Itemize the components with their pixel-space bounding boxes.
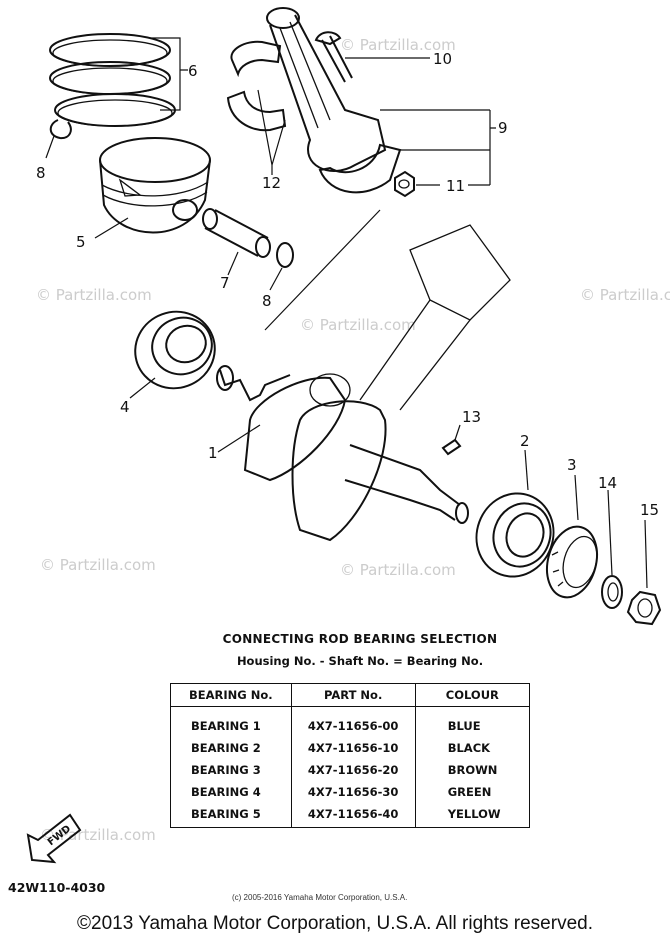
colour-cell: BROWN	[414, 759, 531, 781]
fine-print-copyright: (c) 2005-2016 Yamaha Motor Corporation, …	[232, 893, 408, 902]
table-row: BEARING 2 4X7-11656-10 BLACK	[170, 737, 531, 759]
washer	[601, 575, 623, 609]
callout-12: 12	[262, 174, 281, 192]
callout-14: 14	[598, 474, 617, 492]
table-spacer	[170, 706, 531, 715]
table-row: BEARING 1 4X7-11656-00 BLUE	[170, 715, 531, 737]
watermark: © Partzilla.com	[300, 316, 416, 334]
crankshaft-nut	[626, 590, 662, 626]
table-row: BEARING 3 4X7-11656-20 BROWN	[170, 759, 531, 781]
watermark: © Partzilla.com	[580, 286, 670, 304]
piston-rings	[49, 33, 176, 127]
bearing-cell: BEARING 3	[170, 759, 292, 781]
bearing-cell: BEARING 4	[170, 781, 292, 803]
part-no-cell: 4X7-11656-20	[290, 759, 416, 781]
bearing-selection-table: BEARING No. PART No. COLOUR BEARING 1 4X…	[170, 683, 531, 828]
callout-15: 15	[640, 501, 659, 519]
woodruff-key	[441, 438, 462, 456]
piston-pin	[202, 208, 271, 258]
callout-2: 2	[520, 432, 530, 450]
circlip-lower	[276, 242, 294, 268]
callout-9: 9	[498, 119, 508, 137]
callout-13: 13	[462, 408, 481, 426]
callout-4: 4	[120, 398, 130, 416]
callout-8: 8	[36, 164, 46, 182]
crankshaft-bearing-right	[475, 492, 555, 578]
part-no-cell: 4X7-11656-30	[290, 781, 416, 803]
watermark: © Partzilla.com	[36, 286, 152, 304]
table-header-row: BEARING No. PART No. COLOUR	[170, 683, 531, 707]
watermark: © Partzilla.com	[340, 561, 456, 579]
header-bearing-no: BEARING No.	[170, 683, 292, 707]
callout-1: 1	[208, 444, 218, 462]
table-row: BEARING 4 4X7-11656-30 GREEN	[170, 781, 531, 803]
callout-6: 6	[188, 62, 198, 80]
primary-drive-gear	[546, 525, 598, 599]
part-no-cell: 4X7-11656-00	[290, 715, 416, 737]
part-no-cell: 4X7-11656-40	[290, 803, 416, 828]
callout-8: 8	[262, 292, 272, 310]
watermark-layer: © Partzilla.com © Partzilla.com © Partzi…	[36, 36, 670, 844]
bearing-cell: BEARING 5	[170, 803, 292, 828]
bearing-cell: BEARING 1	[170, 715, 292, 737]
callout-5: 5	[76, 233, 86, 251]
rod-nut	[394, 170, 415, 198]
callout-11: 11	[446, 177, 465, 195]
header-part-no: PART No.	[290, 683, 416, 707]
bearing-cell: BEARING 2	[170, 737, 292, 759]
crankshaft	[216, 224, 511, 542]
callout-3: 3	[567, 456, 577, 474]
circlip-upper	[49, 119, 72, 140]
piston	[99, 137, 211, 234]
bearing-selection-title: CONNECTING ROD BEARING SELECTION	[222, 632, 498, 646]
bearing-selection-formula: Housing No. - Shaft No. = Bearing No.	[236, 654, 484, 668]
connecting-rod-bearing-shells	[226, 40, 287, 132]
diagram-code: 42W110-4030	[8, 880, 106, 895]
colour-cell: GREEN	[414, 781, 531, 803]
watermark: © Partzilla.com	[340, 36, 456, 54]
callout-7: 7	[220, 274, 230, 292]
copyright-notice: ©2013 Yamaha Motor Corporation, U.S.A. A…	[77, 913, 593, 934]
part-no-cell: 4X7-11656-10	[290, 737, 416, 759]
colour-cell: YELLOW	[414, 803, 531, 828]
header-colour: COLOUR	[414, 683, 531, 707]
callout-10: 10	[433, 50, 452, 68]
colour-cell: BLUE	[414, 715, 531, 737]
table-row: BEARING 5 4X7-11656-40 YELLOW	[170, 803, 531, 828]
watermark: © Partzilla.com	[40, 556, 156, 574]
crankshaft-bearing-left	[134, 310, 216, 390]
colour-cell: BLACK	[414, 737, 531, 759]
